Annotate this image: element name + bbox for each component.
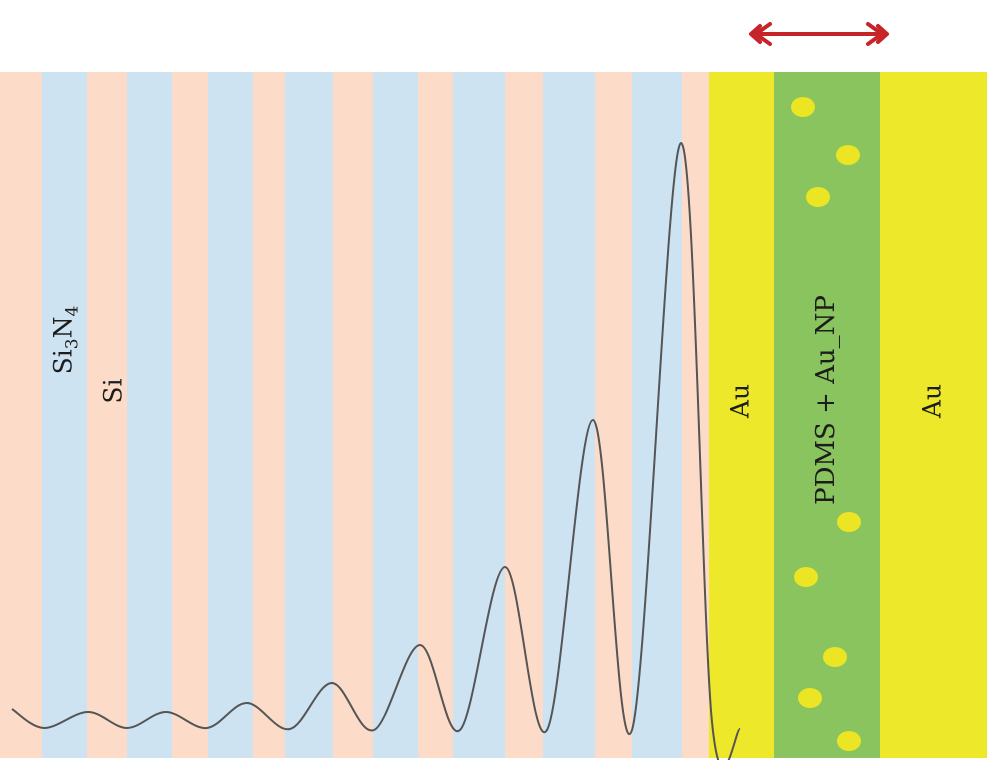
nanoparticle bbox=[823, 647, 847, 667]
au-right-label: Au bbox=[917, 383, 947, 419]
nanoparticle bbox=[806, 187, 830, 207]
si-stripe bbox=[333, 72, 373, 758]
si-stripe bbox=[505, 72, 543, 758]
si-stripe bbox=[0, 72, 42, 758]
pdms-layer bbox=[774, 72, 880, 758]
nanoparticle bbox=[794, 567, 818, 587]
si-stripe bbox=[253, 72, 285, 758]
si3n4-stripe bbox=[127, 72, 172, 758]
pdms-label: PDMS + Au_NP bbox=[811, 295, 841, 505]
si-stripe bbox=[418, 72, 453, 758]
si3n4-stripe bbox=[453, 72, 505, 758]
si3n4-stripe bbox=[42, 72, 87, 758]
si-stripe bbox=[172, 72, 208, 758]
au-layer-right bbox=[880, 72, 987, 758]
field-intensity-curve bbox=[11, 141, 741, 760]
nanoparticle bbox=[837, 731, 861, 751]
si-stripe bbox=[595, 72, 632, 758]
si3n4-stripe bbox=[373, 72, 418, 758]
si3n4-stripe bbox=[285, 72, 333, 758]
si-stripe bbox=[682, 72, 709, 758]
au-layer-left bbox=[709, 72, 774, 758]
nanoparticle bbox=[798, 688, 822, 708]
si3n4-stripe bbox=[543, 72, 595, 758]
dbr-stripes bbox=[0, 72, 709, 758]
nanoparticles bbox=[791, 97, 861, 751]
nanoparticle bbox=[791, 97, 815, 117]
si-stripe bbox=[87, 72, 127, 758]
si-label: Si bbox=[98, 378, 128, 404]
si3n4-stripe bbox=[208, 72, 253, 758]
double-headed-arrow-icon bbox=[749, 22, 889, 46]
si3n4-label: Si3N4 bbox=[48, 305, 83, 375]
nanoparticle bbox=[836, 145, 860, 165]
au-left-label: Au bbox=[725, 383, 755, 419]
nanoparticle bbox=[837, 512, 861, 532]
